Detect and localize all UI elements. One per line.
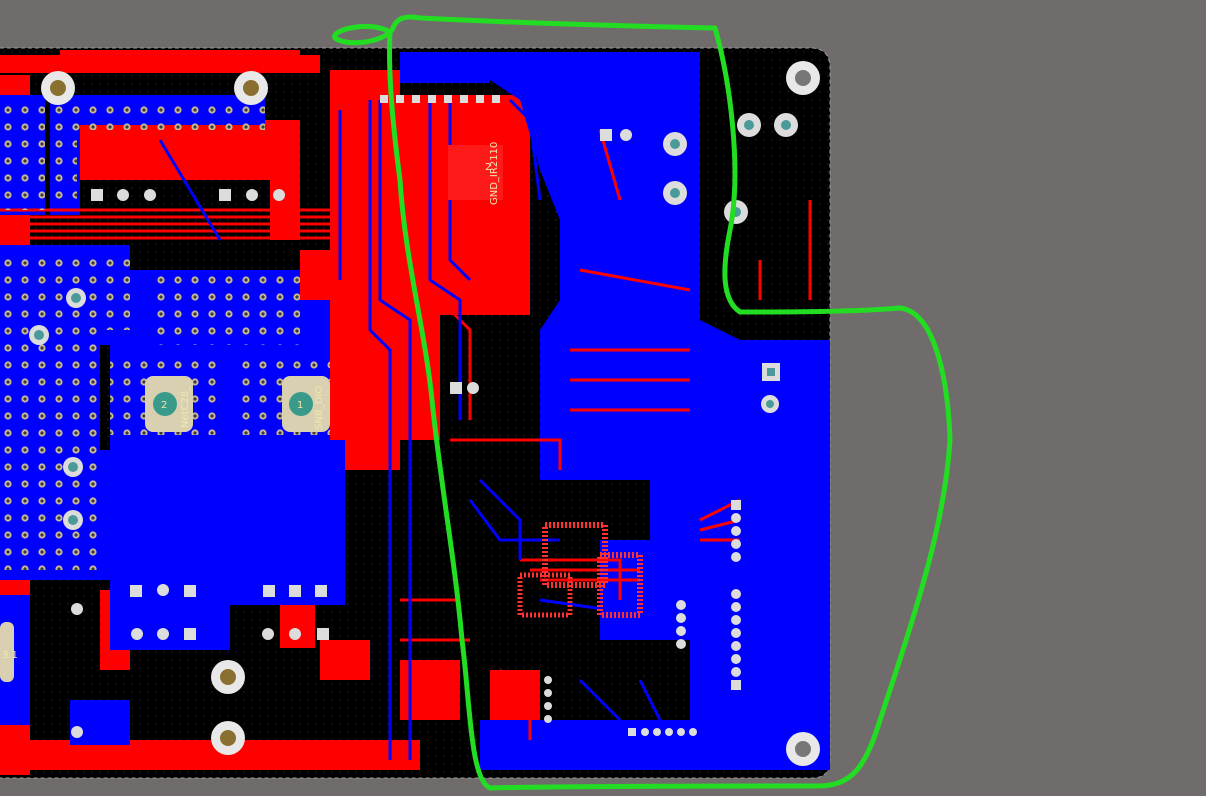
snb-net: SNB_DIO xyxy=(314,386,325,430)
edge-left-label: 3.1 xyxy=(2,650,18,661)
c28-pin: 2 xyxy=(161,400,167,411)
bottom-traces xyxy=(158,98,681,760)
via-arrays xyxy=(0,100,330,570)
component-c28[interactable]: 2 NetC28_ xyxy=(145,376,193,432)
top-traces xyxy=(0,129,812,740)
component-snb-dio[interactable]: 1 SNB_DIO xyxy=(282,376,330,432)
through-hole-pads xyxy=(29,113,798,530)
ir2110-net: GND_IR2110 xyxy=(489,142,500,205)
mounting-holes xyxy=(41,61,820,766)
selection-highlight-outline xyxy=(332,14,953,791)
c28-net: NetC28_ xyxy=(180,385,191,428)
component-ir2110[interactable]: 2 GND_IR2110 xyxy=(448,142,503,205)
ic-footprint xyxy=(517,522,643,618)
pad-rows xyxy=(71,95,741,738)
component-edge-left[interactable]: 3.1 xyxy=(0,622,18,682)
snb-pin: 1 xyxy=(297,400,303,411)
ir2110-pin: 2 xyxy=(485,162,491,173)
